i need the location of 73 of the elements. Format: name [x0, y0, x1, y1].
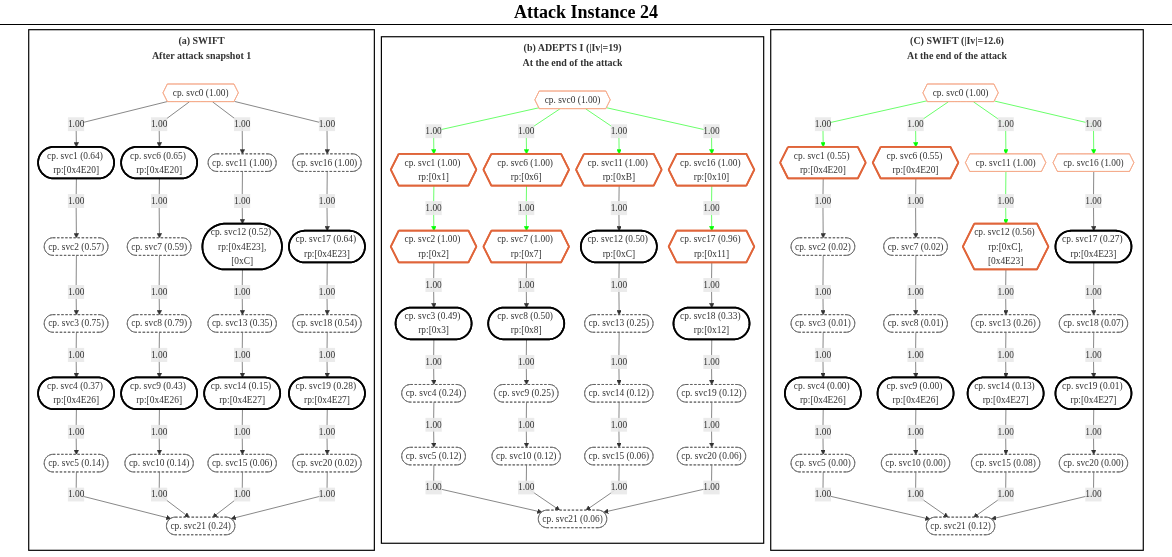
edge-label: 1.00 [814, 118, 832, 129]
edge-label: 1.00 [67, 195, 85, 206]
edge-label: 1.00 [907, 118, 924, 129]
edge-label: 1.00 [233, 286, 251, 297]
edge-label: 1.00 [318, 426, 336, 437]
edge-label: 1.00 [997, 489, 1014, 500]
edge-label: 1.00 [907, 426, 924, 437]
edge-label: 1.00 [997, 349, 1014, 360]
edge-label: 1.00 [150, 489, 168, 500]
edge-label: 1.00 [610, 125, 628, 136]
edge-label: 1.00 [518, 125, 535, 136]
edge-label: 1.00 [518, 279, 535, 290]
edge-label: 1.00 [67, 426, 85, 437]
edge-label: 1.00 [610, 419, 628, 430]
edge-label: 1.00 [318, 489, 336, 500]
edge-label: 1.00 [703, 202, 720, 213]
edge-label: 1.00 [233, 195, 251, 206]
edge-label: 1.00 [610, 356, 628, 367]
edge-label: 1.00 [907, 286, 924, 297]
edge-label: 1.00 [1085, 118, 1102, 129]
edge-label: 1.00 [814, 195, 832, 206]
edge-label: 1.00 [518, 202, 535, 213]
edge-label: 1.00 [997, 118, 1014, 129]
edge-label: 1.00 [907, 195, 924, 206]
edge-label: 1.00 [997, 286, 1014, 297]
edge-label: 1.00 [610, 202, 628, 213]
edge-label: 1.00 [1085, 349, 1102, 360]
edge-label: 1.00 [814, 426, 832, 437]
edge-label: 1.00 [425, 202, 442, 213]
edge-label: 1.00 [318, 118, 336, 129]
edge-label: 1.00 [318, 195, 336, 206]
edge-label: 1.00 [1085, 286, 1102, 297]
edge-label: 1.00 [814, 349, 832, 360]
edge-label: 1.00 [67, 286, 85, 297]
edge-label: 1.00 [814, 286, 832, 297]
edge-label: 1.00 [703, 125, 720, 136]
edge-label: 1.00 [318, 286, 336, 297]
edge-label: 1.00 [233, 426, 251, 437]
edge-label: 1.00 [425, 482, 442, 493]
edge-label: 1.00 [67, 349, 85, 360]
edge-label: 1.00 [1085, 489, 1102, 500]
edge-label: 1.00 [1085, 195, 1102, 206]
edge-label: 1.00 [1085, 426, 1102, 437]
edge-label: 1.00 [814, 489, 832, 500]
edge-label: 1.00 [233, 118, 251, 129]
edge-label: 1.00 [907, 349, 924, 360]
edge-label: 1.00 [703, 356, 720, 367]
edge-label: 1.00 [425, 356, 442, 367]
edge-label: 1.00 [150, 426, 168, 437]
edge-label: 1.00 [67, 118, 85, 129]
edge-label: 1.00 [150, 195, 168, 206]
edge-label: 1.00 [610, 279, 628, 290]
edge-label: 1.00 [518, 419, 535, 430]
edge-label: 1.00 [997, 426, 1014, 437]
edge-label: 1.00 [150, 118, 168, 129]
diagram-title: Attack Instance 24 [0, 0, 1172, 25]
edge-label: 1.00 [318, 349, 336, 360]
edge-label: 1.00 [150, 349, 168, 360]
edge-label: 1.00 [997, 195, 1014, 206]
edge-label: 1.00 [610, 482, 628, 493]
edge-label: 1.00 [425, 279, 442, 290]
edge-label: 1.00 [425, 419, 442, 430]
edge-label: 1.00 [703, 419, 720, 430]
edge-label: 1.00 [907, 489, 924, 500]
edge-label: 1.00 [233, 489, 251, 500]
edge-label: 1.00 [67, 489, 85, 500]
edge-label: 1.00 [703, 279, 720, 290]
edge-label: 1.00 [233, 349, 251, 360]
edge-label: 1.00 [150, 286, 168, 297]
edge-label: 1.00 [703, 482, 720, 493]
edge-label: 1.00 [518, 482, 535, 493]
edge-label: 1.00 [518, 356, 535, 367]
edge-label: 1.00 [425, 125, 442, 136]
